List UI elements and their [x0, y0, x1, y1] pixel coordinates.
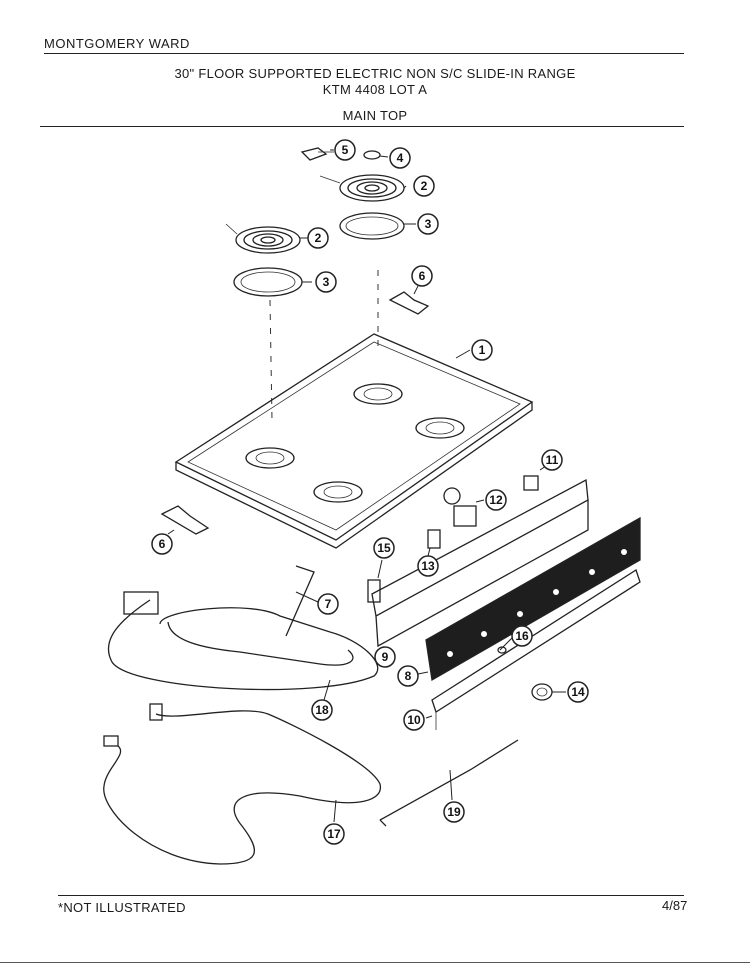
footer-rule: [58, 895, 684, 896]
header-top-rule: [44, 53, 684, 54]
svg-text:16: 16: [515, 629, 529, 643]
callout-7: 7: [317, 593, 339, 615]
svg-text:12: 12: [489, 493, 503, 507]
svg-text:5: 5: [342, 143, 349, 157]
part-3-drip-bowl-left: [233, 267, 303, 297]
svg-text:2: 2: [421, 179, 428, 193]
svg-text:6: 6: [419, 269, 426, 283]
part-6-clip-right: [388, 291, 430, 315]
part-17-bake-element: [103, 703, 382, 865]
part-5-terminal-block: [300, 147, 334, 161]
part-2-surface-element-left: [225, 223, 301, 254]
callout-2-right: 2: [413, 175, 435, 197]
svg-text:1: 1: [479, 343, 486, 357]
section-title: MAIN TOP: [342, 108, 408, 123]
part-1-main-top: [174, 333, 534, 549]
svg-text:3: 3: [425, 217, 432, 231]
part-13-switch: [427, 529, 441, 549]
part-8-control-panel: [425, 516, 641, 682]
part-4-bracket: [363, 150, 381, 160]
callout-13: 13: [417, 555, 439, 577]
part-19-bracket-rod: [379, 739, 519, 827]
svg-text:8: 8: [405, 669, 412, 683]
svg-text:4: 4: [397, 151, 404, 165]
page-bottom-edge: [0, 962, 750, 963]
callout-3-left: 3: [315, 271, 337, 293]
callout-8: 8: [397, 665, 419, 687]
svg-text:10: 10: [407, 713, 421, 727]
part-14-knob: [531, 683, 553, 701]
callout-6-left: 6: [151, 533, 173, 555]
callout-12: 12: [485, 489, 507, 511]
callout-15: 15: [373, 537, 395, 559]
callout-5: 5: [334, 139, 356, 161]
svg-text:2: 2: [315, 231, 322, 245]
svg-text:6: 6: [159, 537, 166, 551]
date-code: 4/87: [662, 898, 688, 913]
brand-name: MONTGOMERY WARD: [44, 36, 190, 51]
callout-16: 16: [511, 625, 533, 647]
callout-17: 17: [323, 823, 345, 845]
svg-text:17: 17: [327, 827, 341, 841]
guide-line-left: [269, 299, 273, 421]
svg-text:18: 18: [315, 703, 329, 717]
svg-text:15: 15: [377, 541, 391, 555]
part-10-trim-strip: [431, 569, 641, 730]
callout-1: 1: [471, 339, 493, 361]
callout-6-right: 6: [411, 265, 433, 287]
svg-text:7: 7: [325, 597, 332, 611]
callout-19: 19: [443, 801, 465, 823]
svg-text:3: 3: [323, 275, 330, 289]
part-7-rod: [285, 565, 315, 637]
model-number: KTM 4408 LOT A: [322, 82, 428, 97]
callout-9: 9: [374, 646, 396, 668]
callout-11: 11: [541, 449, 563, 471]
svg-text:11: 11: [546, 453, 559, 467]
part-16-indicator-light: [497, 646, 507, 654]
part-6-clip-left: [160, 505, 210, 535]
header-bottom-rule: [40, 126, 684, 127]
part-11-switch: [523, 475, 539, 491]
callout-2-left: 2: [307, 227, 329, 249]
svg-text:13: 13: [421, 559, 435, 573]
svg-text:9: 9: [382, 650, 389, 664]
svg-text:19: 19: [447, 805, 461, 819]
diagram-title: 30" FLOOR SUPPORTED ELECTRIC NON S/C SLI…: [174, 66, 576, 81]
svg-text:14: 14: [571, 685, 585, 699]
callout-4: 4: [389, 147, 411, 169]
part-3-drip-bowl-right: [339, 212, 405, 240]
callout-14: 14: [567, 681, 589, 703]
callout-10: 10: [403, 709, 425, 731]
part-12-infinite-switch: [443, 487, 477, 527]
part-18-broil-element: [107, 591, 379, 691]
part-2-surface-element-right: [319, 174, 405, 202]
footnote: *NOT ILLUSTRATED: [58, 900, 186, 915]
part-9-control-bracket: [371, 478, 589, 648]
callout-3-right: 3: [417, 213, 439, 235]
callout-18: 18: [311, 699, 333, 721]
